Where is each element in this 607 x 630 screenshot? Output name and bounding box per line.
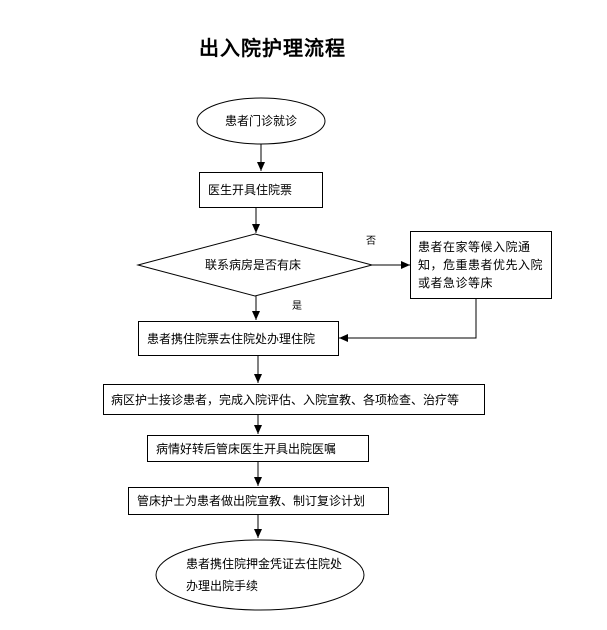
edge-wait-to-admission	[339, 298, 477, 342]
node-discharge-education: 管床护士为患者做出院宣教、制订复诊计划	[128, 487, 389, 515]
node-admission-ticket-label: 医生开具住院票	[208, 183, 293, 197]
node-wait-notice: 患者在家等候入院通知，危重患者优先入院或者急诊等床	[410, 231, 552, 299]
edge-label-yes: 是	[292, 301, 302, 312]
node-discharge-order-label: 病情好转后管床医生开具出院医嘱	[156, 441, 337, 456]
node-admission-procedure: 患者携住院票去住院处办理住院	[138, 321, 339, 356]
node-wait-notice-label: 患者在家等候入院通知，危重患者优先入院或者急诊等床	[418, 240, 544, 290]
node-outpatient: 患者门诊就诊	[224, 114, 297, 128]
end-ellipse	[155, 539, 365, 611]
page-title: 出入院护理流程	[199, 36, 346, 60]
edge-label-no: 否	[366, 236, 376, 247]
node-admission-ticket: 医生开具住院票	[199, 172, 323, 208]
node-discharge-procedure: 患者携住院押金凭证去住院处办理出院手续	[186, 557, 343, 593]
decision-diamond	[136, 233, 374, 297]
node-bed-check: 联系病房是否有床	[204, 258, 301, 272]
node-discharge-education-label: 管床护士为患者做出院宣教、制订复诊计划	[137, 494, 366, 508]
node-ward-reception-label: 病区护士接诊患者，完成入院评估、入院宣教、各项检查、治疗等	[111, 392, 460, 407]
node-discharge-order: 病情好转后管床医生开具出院医嘱	[147, 435, 369, 462]
node-admission-procedure-label: 患者携住院票去住院处办理住院	[147, 331, 316, 346]
node-ward-reception: 病区护士接诊患者，完成入院评估、入院宣教、各项检查、治疗等	[103, 384, 485, 415]
